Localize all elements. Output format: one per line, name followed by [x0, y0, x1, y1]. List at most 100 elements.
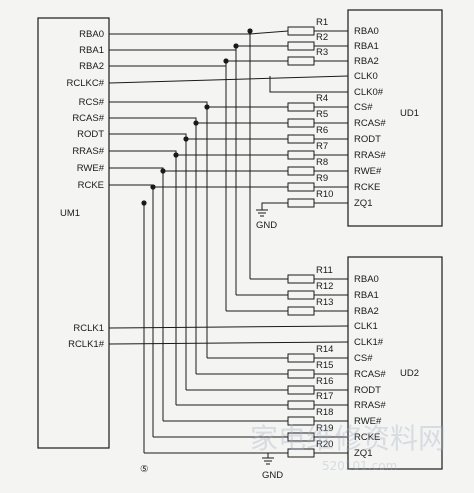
resistor-r2: [287, 41, 315, 51]
ud1-chip: [347, 9, 443, 227]
ud2-pin-label: RBA0: [354, 274, 379, 285]
ud2-pin-label: RBA2: [354, 306, 379, 317]
resistor-r3: [287, 56, 315, 66]
resistor-label: R7: [316, 141, 328, 152]
resistor-r12: [287, 290, 315, 300]
resistor-label: R5: [316, 109, 328, 120]
watermark-url: 520101.com: [322, 459, 397, 473]
junction-dot: [223, 58, 229, 64]
wire: [109, 167, 288, 172]
um1-pin-label: RCS#: [79, 97, 105, 108]
ud1-pin-label: RBA0: [354, 26, 379, 37]
wire-clk1n: [108, 341, 349, 345]
ud1-pin-label: RWE#: [354, 166, 382, 177]
junction-dot: [204, 104, 210, 110]
resistor-label: R13: [316, 297, 333, 308]
resistor-label: R6: [316, 125, 328, 136]
wire: [249, 30, 289, 35]
um1-pin-label: RWE#: [77, 163, 105, 174]
ud1-pin-label: ZQ1: [354, 198, 372, 209]
ud2-pin-label: ZQ1: [354, 448, 372, 459]
resistor-label: R10: [316, 189, 333, 200]
um1-name: UM1: [60, 208, 80, 219]
ud1-pin-label: RCAS#: [354, 118, 386, 129]
gnd-label: GND: [262, 470, 283, 481]
watermark-main: 家电维修资料网: [250, 422, 446, 455]
um1-pin-label: RBA1: [79, 45, 104, 56]
resistor-r1: [287, 26, 315, 36]
ud2-pin-label: RRAS#: [354, 400, 386, 411]
wires: [108, 30, 349, 465]
resistor-label: R11: [316, 265, 333, 276]
junction-dot: [173, 152, 179, 158]
resistor-r7: [287, 150, 315, 160]
resistor-label: R1: [316, 17, 328, 28]
ud1-pin-label: RRAS#: [354, 150, 386, 161]
wire-clk0: [108, 75, 349, 84]
um1-pin-label: RBA2: [79, 61, 104, 72]
resistor-r19: [287, 432, 315, 442]
ud1-pin-label: RCKE: [354, 182, 380, 193]
ud2-pin-label: RCAS#: [354, 369, 386, 380]
wire: [235, 45, 288, 50]
resistor-label: R3: [316, 47, 328, 58]
resistor-label: R9: [316, 173, 328, 184]
wire-gnd: [261, 202, 288, 210]
wire-clk0n: [269, 76, 348, 93]
resistor-r16: [287, 385, 315, 395]
ud2-pin-label: CS#: [354, 353, 373, 364]
resistor-r6: [287, 134, 315, 144]
labels: UM1UD1UD2RBA0RBA1RBA2RCLKC#RCS#RCAS#RODT…: [60, 17, 419, 481]
resistor-label: R2: [316, 32, 328, 43]
ud1-pin-label: RODT: [354, 134, 381, 145]
resistor-label: R16: [316, 376, 333, 387]
ud2-pin-label: CLK1: [354, 321, 378, 332]
um1-pin-label: RCAS#: [72, 113, 104, 124]
resistor-r4: [287, 102, 315, 112]
resistor-label: R8: [316, 157, 328, 168]
resistor-r20: [287, 448, 315, 458]
junction-dot: [183, 136, 189, 142]
ud1-pin-label: CS#: [354, 102, 373, 113]
ud1-pin-label: RBA1: [354, 41, 379, 52]
resistor-label: R19: [316, 423, 333, 434]
um1-chip: [37, 17, 110, 449]
um1-pin-label: RODT: [77, 129, 104, 140]
um1-pin-label: RCLKC#: [67, 78, 105, 89]
um1-pin-label: RCKE: [78, 180, 104, 191]
wire: [109, 150, 288, 156]
wire-gnd2: [267, 452, 288, 458]
junction-dot: [247, 28, 253, 34]
wire-clk1: [108, 325, 349, 329]
junction-dot: [141, 200, 147, 206]
resistor-label: R12: [316, 281, 333, 292]
wire: [109, 133, 288, 140]
ud2-pin-label: CLK1#: [354, 337, 384, 348]
resistor-r10: [287, 198, 315, 208]
resistor-r15: [287, 369, 315, 379]
ud1-pin-label: CLK0#: [354, 87, 384, 98]
wire: [109, 117, 288, 124]
junction-dot: [150, 184, 156, 190]
ud2-name: UD2: [400, 368, 419, 379]
resistor-r11: [287, 274, 315, 284]
resistor-r5: [287, 118, 315, 128]
resistor-label: R18: [316, 407, 333, 418]
resistor-r13: [287, 306, 315, 316]
um1-pin-label: RCLK1: [73, 323, 104, 334]
junction-dot: [160, 168, 166, 174]
ud2-pin-label: RODT: [354, 385, 381, 396]
um1-pin-label: RCLK1#: [68, 339, 105, 350]
wire: [225, 60, 288, 66]
watermark: 家电维修资料网 520101.com: [250, 422, 446, 473]
resistor-label: R4: [316, 93, 328, 104]
resistor-label: R17: [316, 391, 333, 402]
resistor-label: R14: [316, 344, 333, 355]
junction-dot: [233, 43, 239, 49]
wire: [109, 101, 288, 108]
junction-dots: [141, 28, 253, 206]
ud2-pin-label: RWE#: [354, 416, 382, 427]
junction-dot: [193, 120, 199, 126]
resistor-r18: [287, 416, 315, 426]
